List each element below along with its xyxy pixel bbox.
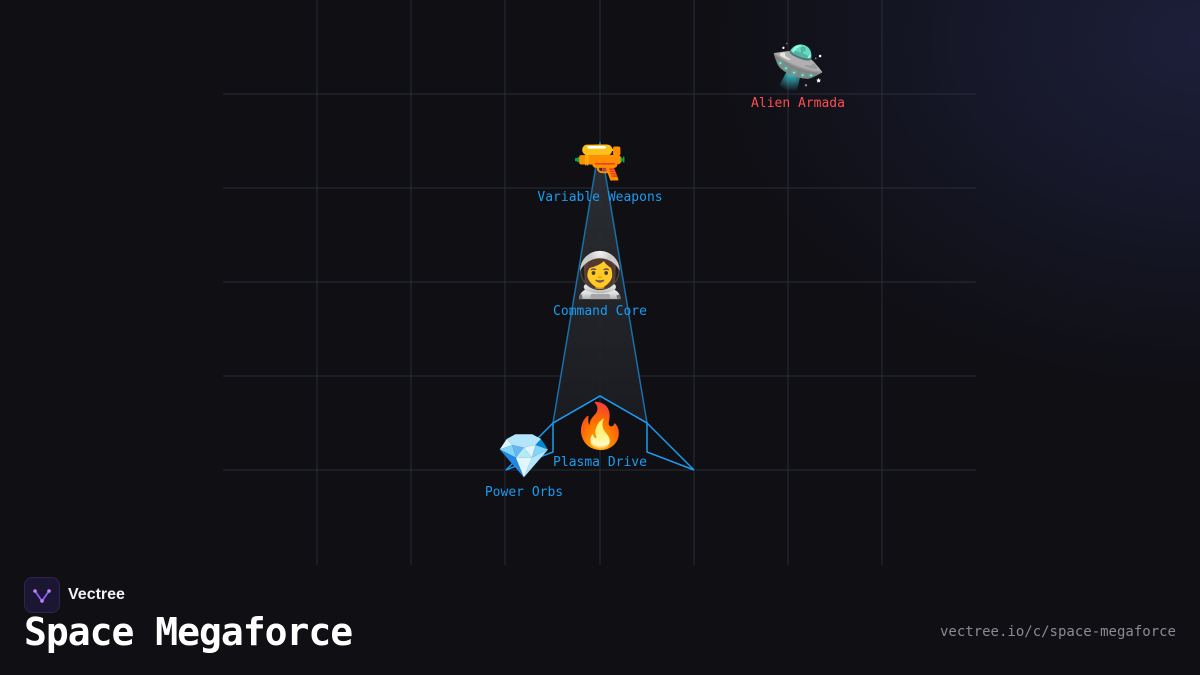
vectree-logo-icon — [24, 577, 60, 613]
ufo-icon: 🛸 — [770, 42, 826, 93]
brand-name: Vectree — [68, 586, 125, 603]
brand[interactable]: Vectree — [24, 577, 125, 613]
fire-icon: 🔥 — [572, 401, 628, 452]
node-label: Power Orbs — [484, 485, 564, 500]
page-url[interactable]: vectree.io/c/space-megaforce — [939, 624, 1176, 640]
node-plasma-drive[interactable]: 🔥 Plasma Drive — [553, 401, 647, 471]
page-title: Space Megaforce — [24, 610, 353, 654]
ship-right-wing — [646, 421, 695, 471]
ship-left-wing — [505, 421, 554, 471]
astronaut-icon: 👩‍🚀 — [572, 250, 628, 301]
node-label: Alien Armada — [751, 96, 845, 111]
ship-tail — [552, 395, 648, 424]
blaster-icon: 🔫 — [572, 136, 628, 187]
node-label: Plasma Drive — [553, 455, 647, 470]
node-label: Variable Weapons — [537, 190, 663, 205]
node-power-orbs[interactable]: 💎 Power Orbs — [484, 431, 564, 501]
gem-icon: 💎 — [496, 431, 552, 482]
node-variable-weapons[interactable]: 🔫 Variable Weapons — [537, 136, 663, 206]
node-command-core[interactable]: 👩‍🚀 Command Core — [553, 250, 647, 320]
node-alien-armada[interactable]: 🛸 Alien Armada — [751, 42, 845, 112]
node-label: Command Core — [553, 304, 647, 319]
